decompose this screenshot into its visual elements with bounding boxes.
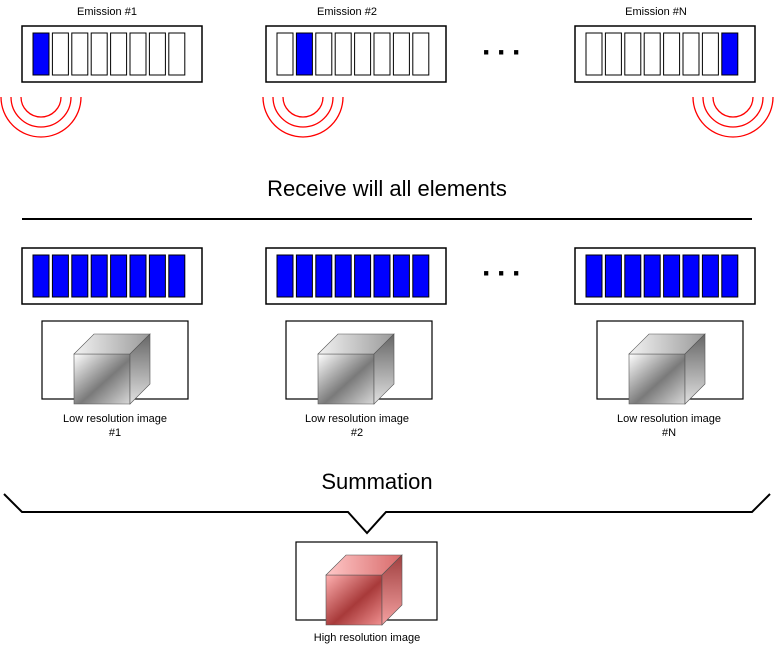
wave-arc-1 [20,96,62,118]
receive-array-2-element-3 [315,254,333,298]
receive-array-2-element-2 [295,254,313,298]
wave-arc-2 [272,96,334,128]
emission-array-2-element-1 [276,32,294,76]
emission-array-3-element-7 [701,32,719,76]
emission-array-n [574,25,756,83]
emission-label-2: Emission #2 [317,6,377,18]
emission-array-3-element-3 [624,32,642,76]
high-res-label: High resolution image [313,632,421,644]
receive-title: Receive will all elements [267,176,507,201]
wave-arc-1 [282,96,324,118]
emission-array-2-element-8 [412,32,430,76]
low-res-label-2-number: #2 [350,427,364,439]
emission-array-1-element-8 [168,32,186,76]
receive-array-3-element-3 [624,254,642,298]
emission-array-2-element-4 [334,32,352,76]
emission-array-3-element-2 [604,32,622,76]
emission-array-3-element-8 [721,32,739,76]
receive-array-3-element-7 [701,254,719,298]
emission-array-1-element-1 [32,32,50,76]
receive-ellipsis: ··· [482,257,527,290]
wave-arc-1 [712,96,754,118]
emission-array-1 [21,25,203,83]
cube-1-front [73,353,131,405]
wave-arc-2 [10,96,72,128]
emission-array-2 [265,25,447,83]
cube-icon-high-res [325,554,403,626]
emission-array-1-element-5 [110,32,128,76]
emission-array-2-element-2 [295,32,313,76]
emission-array-1-element-6 [129,32,147,76]
cube-high-res-side [381,554,403,626]
low-res-label-1-text: Low resolution image [63,413,167,425]
receive-array-3-element-6 [682,254,700,298]
emission-label-n: Emission #N [625,6,687,18]
low-res-label-1-number: #1 [108,427,122,439]
emission-array-1-element-7 [148,32,166,76]
emission-label-1: Emission #1 [77,6,137,18]
emission-array-2-element-6 [373,32,391,76]
emission-array-3-element-5 [663,32,681,76]
wave-arc-3 [692,96,774,138]
receive-array-2-element-1 [276,254,294,298]
receive-array-3-element-2 [604,254,622,298]
cube-high-res-front [325,574,383,626]
emission-array-3-element-4 [643,32,661,76]
wave-arc-2 [702,96,764,128]
receive-array-2-element-8 [412,254,430,298]
receive-array-1-element-3 [71,254,89,298]
cube-icon-1 [73,333,151,405]
receive-array-2-element-4 [334,254,352,298]
receive-array-1-element-2 [51,254,69,298]
wave-icon-1 [0,96,82,138]
emission-array-3-element-6 [682,32,700,76]
wave-icon-n [692,96,774,138]
emission-array-2-element-3 [315,32,333,76]
emission-array-2-element-5 [354,32,372,76]
emission-ellipsis: ··· [482,36,527,69]
low-res-label-2: Low resolution image #2 [282,412,432,440]
summation-title: Summation [321,469,433,494]
receive-array-1-element-6 [129,254,147,298]
wave-arc-3 [0,96,82,138]
emission-array-1-element-2 [51,32,69,76]
low-res-label-n-text: Low resolution image [617,413,721,425]
cube-1-side [129,333,151,405]
receive-array-2-element-5 [354,254,372,298]
receive-array-n [574,247,756,305]
receive-array-3-element-4 [643,254,661,298]
summation-brace [3,493,771,535]
low-res-label-n-number: #N [661,427,677,439]
emission-array-1-element-4 [90,32,108,76]
emission-array-2-element-7 [392,32,410,76]
receive-array-2 [265,247,447,305]
cube-n-side [684,333,706,405]
receive-array-3-element-5 [663,254,681,298]
emission-array-1-element-3 [71,32,89,76]
receive-array-3-element-8 [721,254,739,298]
receive-array-3-element-1 [585,254,603,298]
receive-array-1-element-1 [32,254,50,298]
cube-icon-2 [317,333,395,405]
receive-array-1 [21,247,203,305]
wave-icon-2 [262,96,344,138]
cube-icon-n [628,333,706,405]
receive-array-2-element-7 [392,254,410,298]
cube-2-front [317,353,375,405]
emission-array-3-element-1 [585,32,603,76]
low-res-label-1: Low resolution image #1 [40,412,190,440]
receive-array-1-element-5 [110,254,128,298]
low-res-label-2-text: Low resolution image [305,413,409,425]
low-res-label-n: Low resolution image #N [594,412,744,440]
receive-array-1-element-7 [148,254,166,298]
receive-array-1-element-4 [90,254,108,298]
cube-n-front [628,353,686,405]
receive-array-1-element-8 [168,254,186,298]
wave-arc-3 [262,96,344,138]
cube-2-side [373,333,395,405]
receive-array-2-element-6 [373,254,391,298]
